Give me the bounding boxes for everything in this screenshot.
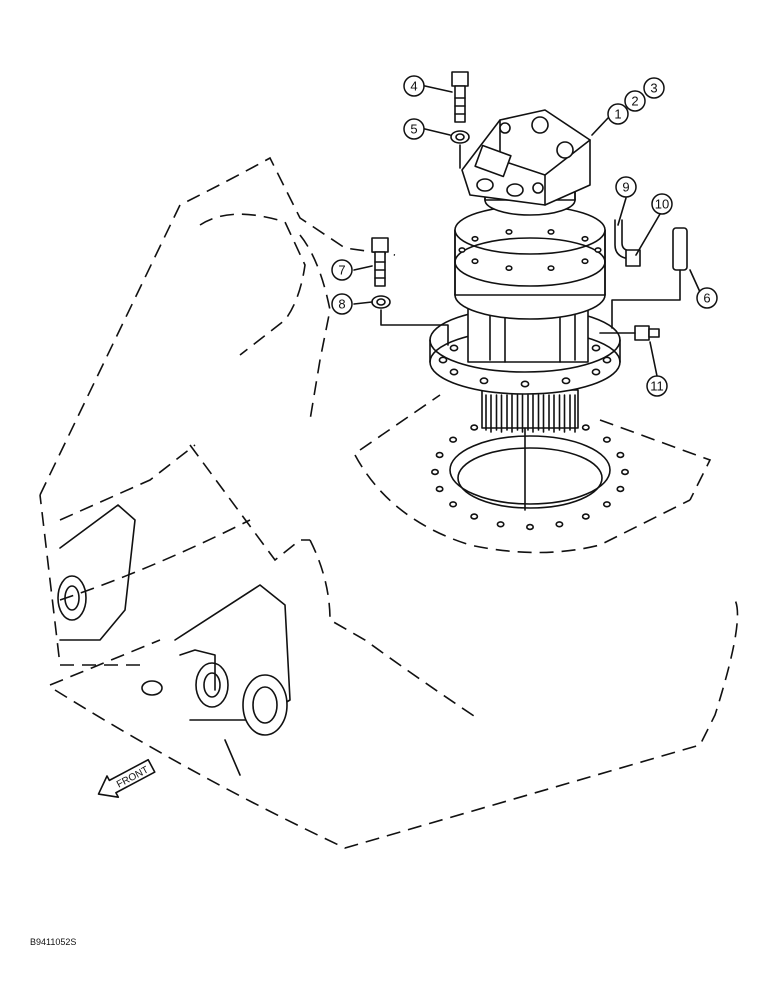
svg-text:10: 10: [655, 197, 669, 212]
callout-2: 2: [624, 90, 646, 112]
bolt-hole: [496, 521, 505, 528]
pinion-tooth: [569, 394, 576, 433]
swing-reducer-assembly: [429, 109, 621, 511]
flange-bolt-hole: [438, 356, 448, 364]
housing-bolt-hole: [505, 265, 513, 271]
pinion-tooth: [548, 394, 555, 433]
flange-bolt-hole: [449, 344, 459, 352]
callout-10: 10: [651, 193, 673, 215]
bolt-hole: [435, 485, 444, 493]
bolt-hole: [470, 513, 479, 520]
flange-bolt-hole: [561, 377, 571, 385]
callout-9: 9: [615, 176, 637, 198]
pinion-tooth: [558, 394, 566, 433]
flange-bolt-hole: [449, 368, 459, 376]
part-tube-9-10: [614, 219, 641, 267]
housing-bolt-hole: [581, 235, 589, 242]
bolt-hole: [616, 485, 625, 493]
housing-bolt-hole: [471, 258, 479, 265]
bolt-hole: [602, 501, 611, 508]
svg-text:5: 5: [410, 122, 417, 137]
flange-bolt-hole: [520, 380, 530, 388]
housing-bolt-hole: [594, 247, 602, 253]
callout-4: 4: [403, 75, 425, 97]
part-bolt-4: [451, 71, 469, 123]
bolt-hole: [449, 436, 458, 443]
callout-6: 6: [696, 287, 718, 309]
bolt-hole: [555, 521, 564, 528]
callout-3: 3: [643, 77, 665, 99]
bolt-hole: [470, 424, 479, 431]
svg-text:6: 6: [703, 291, 710, 306]
leader-lines: [353, 85, 701, 377]
svg-text:7: 7: [338, 263, 345, 278]
svg-text:1: 1: [614, 107, 621, 122]
callout-11: 11: [646, 375, 668, 397]
pinion-tooth: [537, 394, 545, 433]
svg-text:2: 2: [631, 94, 638, 109]
housing-bolt-hole: [547, 265, 555, 271]
callout-1: 1: [607, 103, 629, 125]
pinion-tooth: [485, 394, 492, 433]
pinion-tooth: [495, 394, 503, 433]
bolt-hole: [616, 451, 625, 459]
housing-bolt-hole: [505, 228, 513, 235]
housing-bolt-hole: [471, 235, 479, 242]
boom-mount-bosses: [57, 504, 291, 776]
pinion-tooth: [527, 394, 534, 433]
part-washer-5: [450, 130, 470, 169]
pinion-tooth: [506, 394, 513, 433]
flange-bolt-hole: [479, 377, 489, 385]
bolt-hole: [602, 436, 611, 443]
svg-text:3: 3: [650, 81, 657, 96]
callout-7: 7: [331, 259, 353, 281]
housing-bolt-hole: [581, 258, 589, 265]
svg-text:11: 11: [650, 379, 664, 394]
part-plug-11: [599, 325, 660, 341]
bolt-hole: [581, 513, 590, 520]
callout-5: 5: [403, 118, 425, 140]
upper-structure-outline: [39, 156, 739, 849]
housing-bolt-hole: [547, 228, 555, 235]
figure-id: B9411052S: [30, 937, 76, 947]
callout-8: 8: [331, 293, 353, 315]
swing-bearing-opening: [430, 413, 629, 531]
pinion-tooth: [516, 394, 524, 433]
bolt-hole: [435, 451, 444, 459]
flange-bolt-hole: [591, 344, 601, 352]
bolt-hole: [430, 468, 439, 476]
svg-text:8: 8: [338, 297, 345, 312]
flange-bolt-hole: [602, 356, 612, 364]
housing-bolt-hole: [458, 247, 466, 253]
part-bolt-7: [371, 237, 389, 287]
bolt-hole: [525, 523, 534, 531]
part-pin-6: [611, 227, 688, 329]
svg-text:9: 9: [622, 180, 629, 195]
flange-bolt-hole: [591, 368, 601, 376]
bolt-hole: [449, 501, 458, 508]
part-washer-8: [371, 295, 449, 346]
bolt-hole: [581, 424, 590, 431]
front-direction-arrow: FRONT: [97, 758, 156, 798]
bolt-hole: [620, 468, 629, 476]
svg-text:4: 4: [410, 79, 417, 94]
